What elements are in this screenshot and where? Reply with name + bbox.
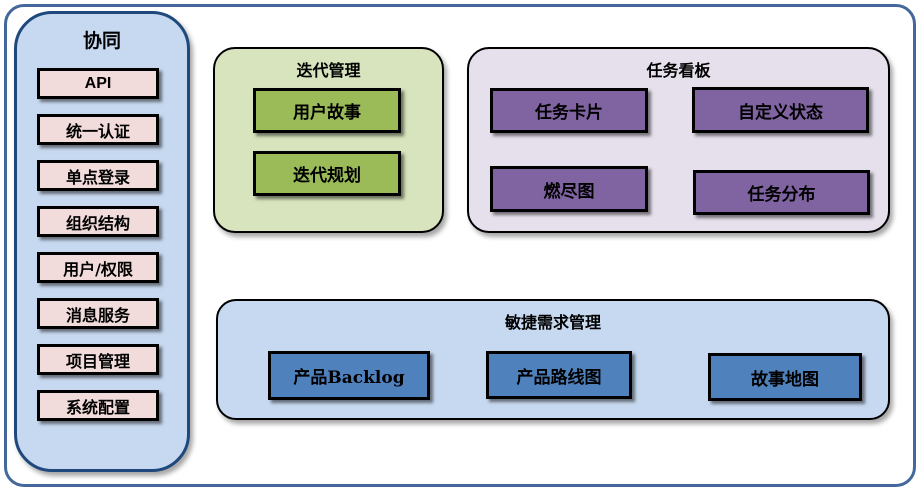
- sidebar-panel-collaboration: 协同 API 统一认证 单点登录 组织结构 用户/权限 消息服务 项目管理 系统…: [14, 11, 190, 472]
- box-task-distribution-label: 任务分布: [747, 185, 816, 205]
- box-story-map-label: 故事地图: [751, 369, 819, 390]
- sidebar-title: 协同: [82, 31, 121, 52]
- panel-agile-requirements: 敏捷需求管理 产品Backlog 产品路线图 故事地图: [216, 299, 890, 420]
- panel-iteration-title: 迭代管理: [296, 63, 361, 80]
- box-single-sign-on-label: 单点登录: [65, 167, 130, 187]
- panel-iteration-management: 迭代管理 用户故事 迭代规划: [213, 47, 444, 233]
- box-system-config-label: 系统配置: [65, 397, 130, 417]
- box-single-sign-on: 单点登录: [37, 160, 159, 191]
- box-api-label: API: [84, 74, 112, 92]
- box-user-permissions: 用户/权限: [37, 252, 159, 283]
- panel-task-board-title: 任务看板: [646, 63, 711, 80]
- box-product-backlog-label: 产品Backlog: [293, 368, 405, 388]
- panel-agile-requirements-title: 敏捷需求管理: [504, 315, 601, 332]
- box-product-roadmap-label: 产品路线图: [516, 367, 602, 388]
- box-task-distribution: 任务分布: [693, 170, 870, 215]
- box-org-structure: 组织结构: [37, 206, 159, 237]
- box-project-management: 项目管理: [37, 344, 159, 375]
- box-burndown-chart: 燃尽图: [490, 166, 648, 212]
- box-message-service-label: 消息服务: [65, 305, 130, 325]
- box-task-card-label: 任务卡片: [535, 103, 603, 123]
- box-product-roadmap: 产品路线图: [486, 351, 632, 399]
- box-task-card: 任务卡片: [490, 88, 648, 133]
- box-iteration-planning: 迭代规划: [253, 151, 401, 196]
- box-user-story: 用户故事: [253, 88, 401, 133]
- box-user-permissions-label: 用户/权限: [63, 259, 133, 279]
- box-api: API: [37, 68, 159, 99]
- box-custom-status-label: 自定义状态: [738, 102, 823, 123]
- box-custom-status: 自定义状态: [692, 87, 869, 133]
- box-iteration-planning-label: 迭代规划: [293, 166, 361, 186]
- box-system-config: 系统配置: [37, 390, 159, 421]
- box-project-management-label: 项目管理: [65, 351, 130, 371]
- box-user-story-label: 用户故事: [293, 103, 361, 123]
- box-message-service: 消息服务: [37, 298, 159, 329]
- box-unified-auth-label: 统一认证: [65, 121, 130, 141]
- box-product-backlog: 产品Backlog: [268, 351, 430, 400]
- box-story-map: 故事地图: [708, 353, 862, 401]
- panel-task-board: 任务看板 任务卡片 自定义状态 燃尽图 任务分布: [467, 47, 890, 233]
- box-unified-auth: 统一认证: [37, 114, 159, 145]
- box-org-structure-label: 组织结构: [65, 213, 130, 233]
- box-burndown-chart-label: 燃尽图: [543, 181, 595, 202]
